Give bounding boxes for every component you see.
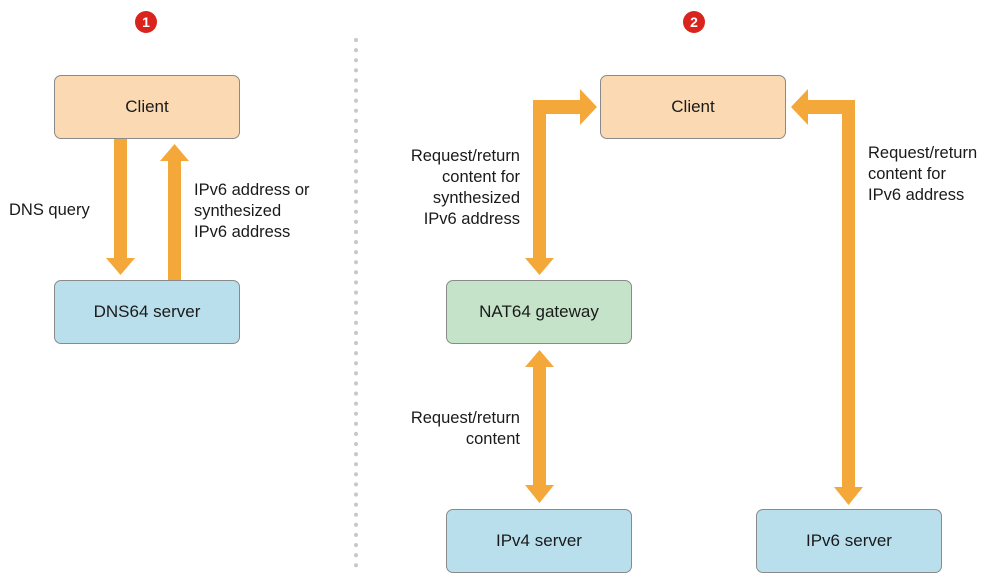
panel2-client-box: Client xyxy=(600,75,786,139)
synthesized-content-label: Request/return content for synthesized I… xyxy=(410,147,520,228)
panel2-client-label: Client xyxy=(671,97,715,116)
nat64-gateway-label: NAT64 gateway xyxy=(479,302,599,321)
ipv6-server-label: IPv6 server xyxy=(806,531,892,550)
dns-response-arrow xyxy=(160,144,189,280)
ipv4-content-label: Request/return content xyxy=(410,409,520,448)
dns64-server-box: DNS64 server xyxy=(54,280,240,344)
dns-query-label: DNS query xyxy=(9,201,90,219)
client-ipv6-arrow xyxy=(791,89,863,505)
panel1-client-box: Client xyxy=(54,75,240,139)
ipv4-server-label: IPv4 server xyxy=(496,531,582,550)
step-1-marker: 1 xyxy=(135,11,157,33)
panel1-client-label: Client xyxy=(125,97,169,116)
client-nat64-arrow xyxy=(525,89,597,275)
ipv6-response-label: IPv6 address or synthesized IPv6 address xyxy=(194,181,310,241)
ipv6-server-box: IPv6 server xyxy=(756,509,942,573)
nat64-gateway-box: NAT64 gateway xyxy=(446,280,632,344)
nat64-ipv4-arrow xyxy=(525,350,554,503)
step-2-marker: 2 xyxy=(683,11,705,33)
ipv4-server-box: IPv4 server xyxy=(446,509,632,573)
ipv6-content-label: Request/return content for IPv6 address xyxy=(868,144,978,204)
dns64-server-label: DNS64 server xyxy=(93,302,201,321)
dns-query-arrow xyxy=(106,139,135,275)
